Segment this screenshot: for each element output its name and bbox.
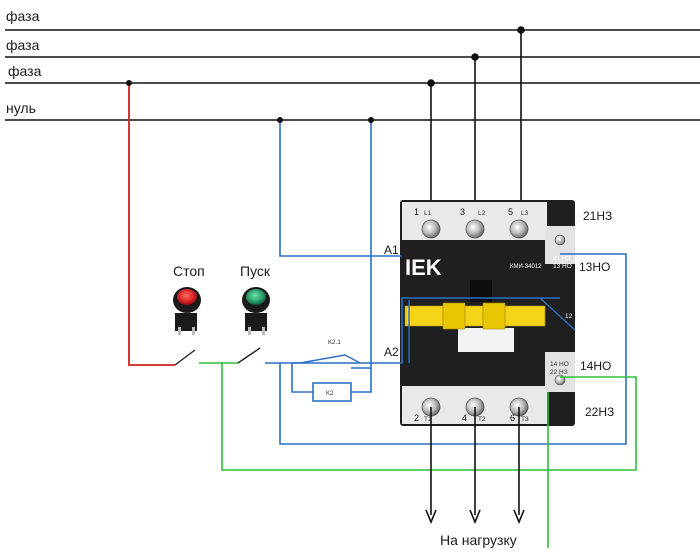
start-label: Пуск [240, 263, 271, 279]
load-label: На нагрузку [440, 532, 517, 548]
holding-contact-k21 [292, 354, 361, 364]
terminal-t2: T2 [478, 416, 486, 423]
armature-crossbar [404, 280, 546, 330]
crossbar-segment [504, 305, 546, 327]
aux-inner-13: 13 НО [553, 263, 572, 270]
contactor-window [458, 328, 514, 352]
aux-blue-loop [279, 253, 627, 445]
terminal-3: 3 [460, 207, 465, 217]
aux-inner-14: 14 НО [550, 361, 569, 368]
coil-a1-label: A1 [384, 243, 399, 257]
aux-inner-22: 22 НЗ [550, 369, 568, 376]
terminal-6: 6 [510, 413, 515, 423]
stop-contact [174, 349, 196, 366]
aux-14no-label: 14НО [580, 359, 611, 373]
terminal-l1: L1 [424, 210, 432, 217]
start-button [242, 287, 270, 335]
aux-21nc-label: 21НЗ [583, 209, 612, 223]
aux-12-label: 12 [565, 313, 573, 320]
terminal-4: 4 [462, 413, 467, 423]
terminal-t1: T1 [424, 416, 432, 423]
model-label: КМИ-34012 [510, 264, 542, 270]
coil-a2-wire [292, 297, 448, 364]
brand-logo: IEK [405, 255, 442, 280]
phase-wire [128, 83, 175, 366]
armature-slot [470, 280, 492, 302]
phase-label-2: фаза [6, 37, 40, 53]
terminal-1: 1 [414, 207, 419, 217]
neutral-wire-2 [351, 120, 372, 369]
crossbar-segment [442, 302, 466, 330]
k2-box [312, 382, 352, 402]
coil-a2-label: A2 [384, 345, 399, 359]
terminal-t3: T3 [521, 416, 529, 423]
terminal-5: 5 [508, 207, 513, 217]
control-green-loop [221, 363, 637, 471]
k2-label: К2 [326, 390, 334, 397]
neutral-wire-a1 [279, 120, 402, 257]
crossbar-segment [482, 302, 506, 330]
aux-block-bottom [545, 352, 575, 392]
bus-lines [5, 29, 700, 121]
aux-inner-21: 21 НЗ [553, 255, 571, 262]
load-outputs [425, 407, 525, 525]
aux-22nc-label: 22НЗ [585, 405, 614, 419]
neutral-label: нуль [6, 100, 36, 116]
aux-13no-label: 13НО [579, 260, 610, 274]
crossbar-segment [404, 305, 444, 327]
stop-label: Стоп [173, 263, 205, 279]
terminal-l3: L3 [521, 210, 529, 217]
phase-drops [427, 26, 525, 205]
terminal-l2: L2 [478, 210, 486, 217]
crossbar-segment [464, 305, 484, 327]
top-screws [421, 219, 566, 246]
start-contact [237, 347, 261, 364]
terminal-2: 2 [414, 413, 419, 423]
stop-button [173, 287, 201, 335]
phase-label-1: фаза [6, 8, 40, 24]
phase-label-3: фаза [8, 63, 42, 79]
k21-label: К2.1 [328, 339, 341, 346]
